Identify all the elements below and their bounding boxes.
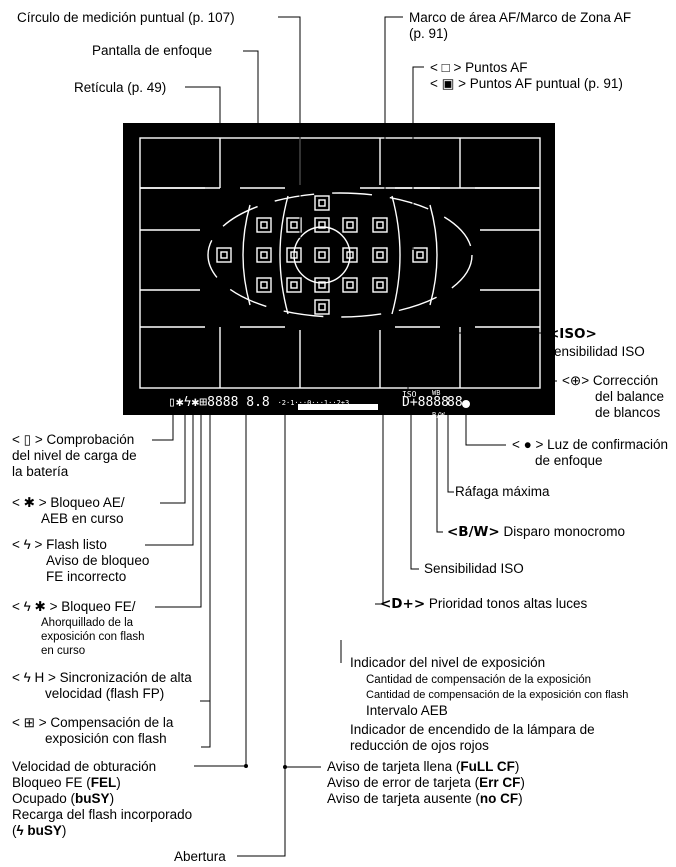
shutter-label-2: Bloqueo FE (FEL) — [12, 775, 121, 790]
status-left-text: ▯✱ϟ✱⊞8888 8.8 — [168, 395, 270, 410]
card-full-label: Aviso de tarjeta llena (FuLL CF) — [327, 759, 520, 774]
ae-lock-label-1: < ✱ > Bloqueo AE/ — [12, 495, 125, 510]
fe-lock-label-2: Ahorquillado de la — [41, 617, 134, 629]
grid-lines — [139, 137, 541, 389]
wb-label-2: del balance — [595, 389, 665, 404]
card-error-label: Aviso de error de tarjeta (Err CF) — [327, 775, 525, 790]
shutter-label-4: Recarga del flash incorporado — [12, 807, 193, 822]
wb-label-3: de blancos — [595, 405, 661, 420]
flash-comp-label-1: < ⊞ > Compensación de la — [12, 715, 174, 730]
flash-ready-label-2: Aviso de bloqueo — [46, 553, 150, 568]
focus-confirm-label-1: < ● > Luz de confirmación — [512, 437, 668, 452]
af-points-label-1: < □ > Puntos AF — [430, 60, 528, 75]
highlight-text: Prioridad tonos altas luces — [428, 596, 588, 611]
viewfinder-status-right: ISO D+8888 WB B/W 88 — [402, 389, 463, 419]
iso-label: Sensibilidad ISO — [545, 344, 645, 359]
spot-circle-label: Círculo de medición puntual (p. 107) — [17, 10, 235, 25]
exposure-scale-bar — [298, 404, 378, 410]
battery-label-1: < ▯ > Comprobación — [12, 432, 135, 447]
shutter-label-3: Ocupado (buSY) — [12, 791, 115, 806]
exp-comp-label: Cantidad de compensación de la exposició… — [366, 674, 592, 686]
focus-confirm-dot — [462, 400, 470, 408]
af-points-label-2: < ▣ > Puntos AF puntual (p. 91) — [430, 76, 623, 91]
monochrome-icon: <B/W> — [447, 524, 500, 540]
battery-label-3: la batería — [12, 464, 69, 479]
shutter-label-5: (ϟ buSY) — [12, 823, 67, 838]
focus-confirm-label-2: de enfoque — [535, 453, 603, 468]
exposure-level-label: Indicador del nivel de exposición — [350, 655, 546, 670]
flash-exp-comp-amount-label: Cantidad de compensación de la exposició… — [366, 689, 629, 701]
aeb-range-label: Intervalo AEB — [366, 703, 448, 718]
viewfinder-status-left: ▯✱ϟ✱⊞8888 8.8 ·2·1···0···1··2±3 — [168, 396, 349, 410]
fe-lock-label-1: < ϟ ✱ > Bloqueo FE/ — [12, 599, 136, 614]
fe-lock-label-3: exposición con flash — [41, 631, 145, 643]
shutter-label-1: Velocidad de obturación — [12, 759, 157, 774]
monochrome-label: <B/W> Disparo monocromo — [447, 524, 625, 540]
bw-small-label: B/W — [432, 411, 445, 419]
grid-label: Retícula (p. 49) — [74, 80, 167, 95]
max-burst-label: Ráfaga máxima — [455, 484, 550, 499]
battery-label-2: del nivel de carga de — [12, 448, 137, 463]
focus-screen-label: Pantalla de enfoque — [92, 43, 213, 58]
red-eye-label-2: reducción de ojos rojos — [350, 738, 489, 753]
status-right-text: D+8888 — [402, 395, 449, 410]
red-eye-label-1: Indicador de encendido de la lámpara de — [350, 722, 595, 737]
flash-ready-label-1: < ϟ > Flash listo — [12, 537, 107, 552]
wb-small-label: WB — [432, 389, 441, 397]
af-frame-label-1: Marco de área AF/Marco de Zona AF — [409, 10, 632, 25]
iso-lower-label: Sensibilidad ISO — [424, 561, 524, 576]
iso-small-label: ISO — [402, 390, 417, 399]
fe-lock-label-4: en curso — [41, 645, 86, 657]
highlight-label: <D+> Prioridad tonos altas luces — [380, 596, 587, 612]
hs-sync-label-2: velocidad (flash FP) — [45, 686, 165, 701]
af-points — [216, 195, 428, 315]
wb-label-1: <⊕> Corrección — [562, 373, 659, 388]
af-frame-label-2: (p. 91) — [409, 26, 449, 41]
flash-comp-label-2: exposición con flash — [45, 731, 167, 746]
ae-lock-label-2: AEB en curso — [41, 511, 124, 526]
iso-icon-label: <ISO> — [548, 326, 597, 342]
hs-sync-label-1: < ϟ H > Sincronización de alta — [12, 670, 192, 685]
aperture-label: Abertura — [174, 849, 226, 864]
burst-digits: 88 — [447, 395, 463, 410]
exposure-scale-text: ·2·1···0···1··2±3 — [277, 399, 350, 407]
highlight-icon: <D+> — [380, 596, 426, 612]
flash-ready-label-3: FE incorrecto — [46, 569, 127, 584]
monochrome-text: Disparo monocromo — [503, 524, 626, 539]
card-none-label: Aviso de tarjeta ausente (no CF) — [327, 791, 523, 806]
